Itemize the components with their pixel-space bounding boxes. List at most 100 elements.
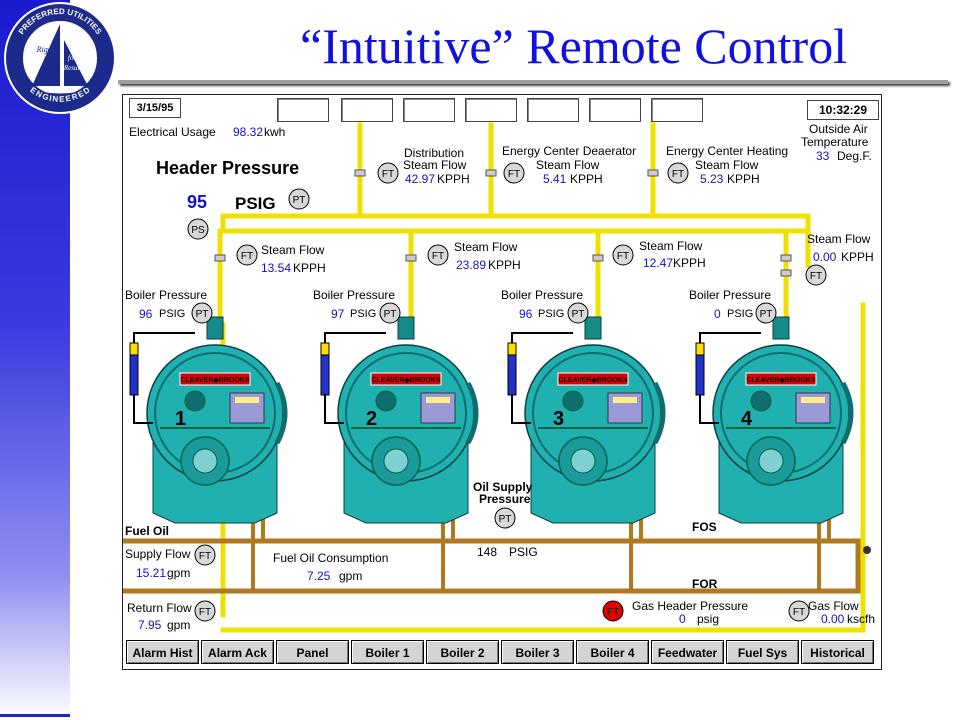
distribution-value: 42.97 xyxy=(405,172,436,186)
svg-text:FT: FT xyxy=(607,607,619,618)
deaerator-label-2: Steam Flow xyxy=(536,158,600,172)
status-box-2 xyxy=(341,98,393,122)
boiler-1-pressure-unit: PSIG xyxy=(159,308,186,320)
svg-text:FT: FT xyxy=(199,607,211,618)
gas-header-label: Gas Header Pressure xyxy=(632,599,749,613)
boiler-4-number: 4 xyxy=(741,408,753,430)
svg-text:FT: FT xyxy=(199,551,211,562)
return-flow-value: 7.95 xyxy=(138,618,162,632)
boiler-4-pressure-label: Boiler Pressure xyxy=(689,288,772,302)
boiler-2-button[interactable]: Boiler 2 xyxy=(426,640,499,664)
for-label: FOR xyxy=(692,577,718,591)
boiler-3-pressure-label: Boiler Pressure xyxy=(501,288,584,302)
status-box-4 xyxy=(465,98,517,122)
valve-5 xyxy=(405,254,417,262)
deaerator-value: 5.41 xyxy=(543,172,567,186)
return-flow-unit: gpm xyxy=(167,618,191,632)
fuel-sys-button[interactable]: Fuel Sys xyxy=(726,640,799,664)
boiler-3-brand-plate: CLEAVER◆BROOKS xyxy=(558,377,627,384)
heating-label-1: Energy Center Heating xyxy=(666,144,789,158)
slide-sidebar xyxy=(0,0,70,720)
boiler-4-steam-unit: KPPH xyxy=(841,250,874,264)
boiler-2-steam-value: 23.89 xyxy=(456,258,487,272)
boiler-1-pressure-label: Boiler Pressure xyxy=(125,288,208,302)
outside-air-unit: Deg.F. xyxy=(837,149,872,163)
boiler-1-pressure-transmitter: PT xyxy=(191,302,213,324)
heating-label-2: Steam Flow xyxy=(695,158,759,172)
boiler-2-pressure-transmitter: PT xyxy=(379,302,401,324)
svg-text:FT: FT xyxy=(382,169,394,180)
status-box-6 xyxy=(589,98,641,122)
boiler-4-flow-transmitter: FT xyxy=(805,264,827,286)
svg-text:FT: FT xyxy=(793,607,805,618)
consumption-value: 7.25 xyxy=(307,569,331,583)
deaerator-label-1: Energy Center Deaerator xyxy=(502,144,637,158)
boiler-1-button[interactable]: Boiler 1 xyxy=(351,640,424,664)
header-pressure-switch: PS xyxy=(187,218,209,240)
svg-text:FT: FT xyxy=(672,169,684,180)
boiler-1-pressure-value: 96 xyxy=(139,307,153,321)
logo-center-line2: for xyxy=(68,54,76,62)
distribution-label-2: Steam Flow xyxy=(403,158,467,172)
alarm-ack-button[interactable]: Alarm Ack xyxy=(201,640,274,664)
feedwater-button[interactable]: Feedwater xyxy=(651,640,724,664)
valve-8 xyxy=(780,269,792,277)
valve-4 xyxy=(214,254,226,262)
fuel-oil-label: Fuel Oil xyxy=(125,524,170,538)
status-box-1 xyxy=(277,98,329,122)
boiler-3-button[interactable]: Boiler 3 xyxy=(501,640,574,664)
boiler-2-number: 2 xyxy=(366,408,377,430)
boiler-4-button[interactable]: Boiler 4 xyxy=(576,640,649,664)
boiler-2-flow-transmitter: FT xyxy=(427,244,449,266)
date-display: 3/15/95 xyxy=(129,98,181,118)
boiler-3-pressure-transmitter: PT xyxy=(567,302,589,324)
boiler-1-flow-transmitter: FT xyxy=(236,244,258,266)
navigation-button-bar: Alarm Hist Alarm Ack Panel Boiler 1 Boil… xyxy=(126,640,880,667)
panel-button[interactable]: Panel xyxy=(276,640,349,664)
boiler-3-steam-label: Steam Flow xyxy=(639,239,703,253)
historical-button[interactable]: Historical xyxy=(801,640,874,664)
slide-title: “Intuitive” Remote Control xyxy=(300,18,848,74)
status-box-5 xyxy=(527,98,579,122)
valve-6 xyxy=(592,254,604,262)
fuel-oil-valve-handle xyxy=(863,546,871,554)
boiler-2-steam-label: Steam Flow xyxy=(454,240,518,254)
consumption-unit: gpm xyxy=(339,569,363,583)
svg-text:PT: PT xyxy=(499,514,512,525)
header-pressure-transmitter: PT xyxy=(288,188,310,210)
boiler-2-pressure-unit: PSIG xyxy=(350,308,377,320)
boiler-2-pressure-value: 97 xyxy=(331,307,345,321)
electrical-usage-unit: kwh xyxy=(264,125,286,139)
title-rule xyxy=(118,80,948,84)
supply-flow-value: 15.21 xyxy=(136,566,167,580)
heating-value: 5.23 xyxy=(700,172,724,186)
boiler-3-steam-unit: KPPH xyxy=(673,256,706,270)
gas-flow-unit: kscfh xyxy=(847,612,876,626)
gas-flow-transmitter: FT xyxy=(788,600,810,622)
oil-supply-label-1: Oil Supply xyxy=(473,480,533,494)
gas-flow-value: 0.00 xyxy=(821,612,845,626)
boiler-2-steam-unit: KPPH xyxy=(488,258,521,272)
consumption-label: Fuel Oil Consumption xyxy=(273,551,389,565)
svg-text:PT: PT xyxy=(196,309,209,320)
distribution-unit: KPPH xyxy=(437,172,470,186)
valve-2 xyxy=(485,169,497,177)
boiler-1-number: 1 xyxy=(175,408,186,430)
svg-text:FT: FT xyxy=(810,271,822,282)
boiler-3-number: 3 xyxy=(553,408,564,430)
oil-supply-unit: PSIG xyxy=(509,545,538,559)
outside-air-value: 33 xyxy=(816,149,830,163)
heating-flow-transmitter: FT xyxy=(667,162,689,184)
status-box-3 xyxy=(403,98,455,122)
distribution-label-1: Distribution xyxy=(404,146,465,160)
svg-text:FT: FT xyxy=(508,169,520,180)
svg-text:FT: FT xyxy=(241,251,253,262)
valve-7 xyxy=(780,254,792,262)
alarm-hist-button[interactable]: Alarm Hist xyxy=(126,640,199,664)
boiler-3: CLEAVER◆BROOKS 3 xyxy=(507,316,666,524)
boiler-3-flow-transmitter: FT xyxy=(612,244,634,266)
svg-text:PT: PT xyxy=(293,195,306,206)
